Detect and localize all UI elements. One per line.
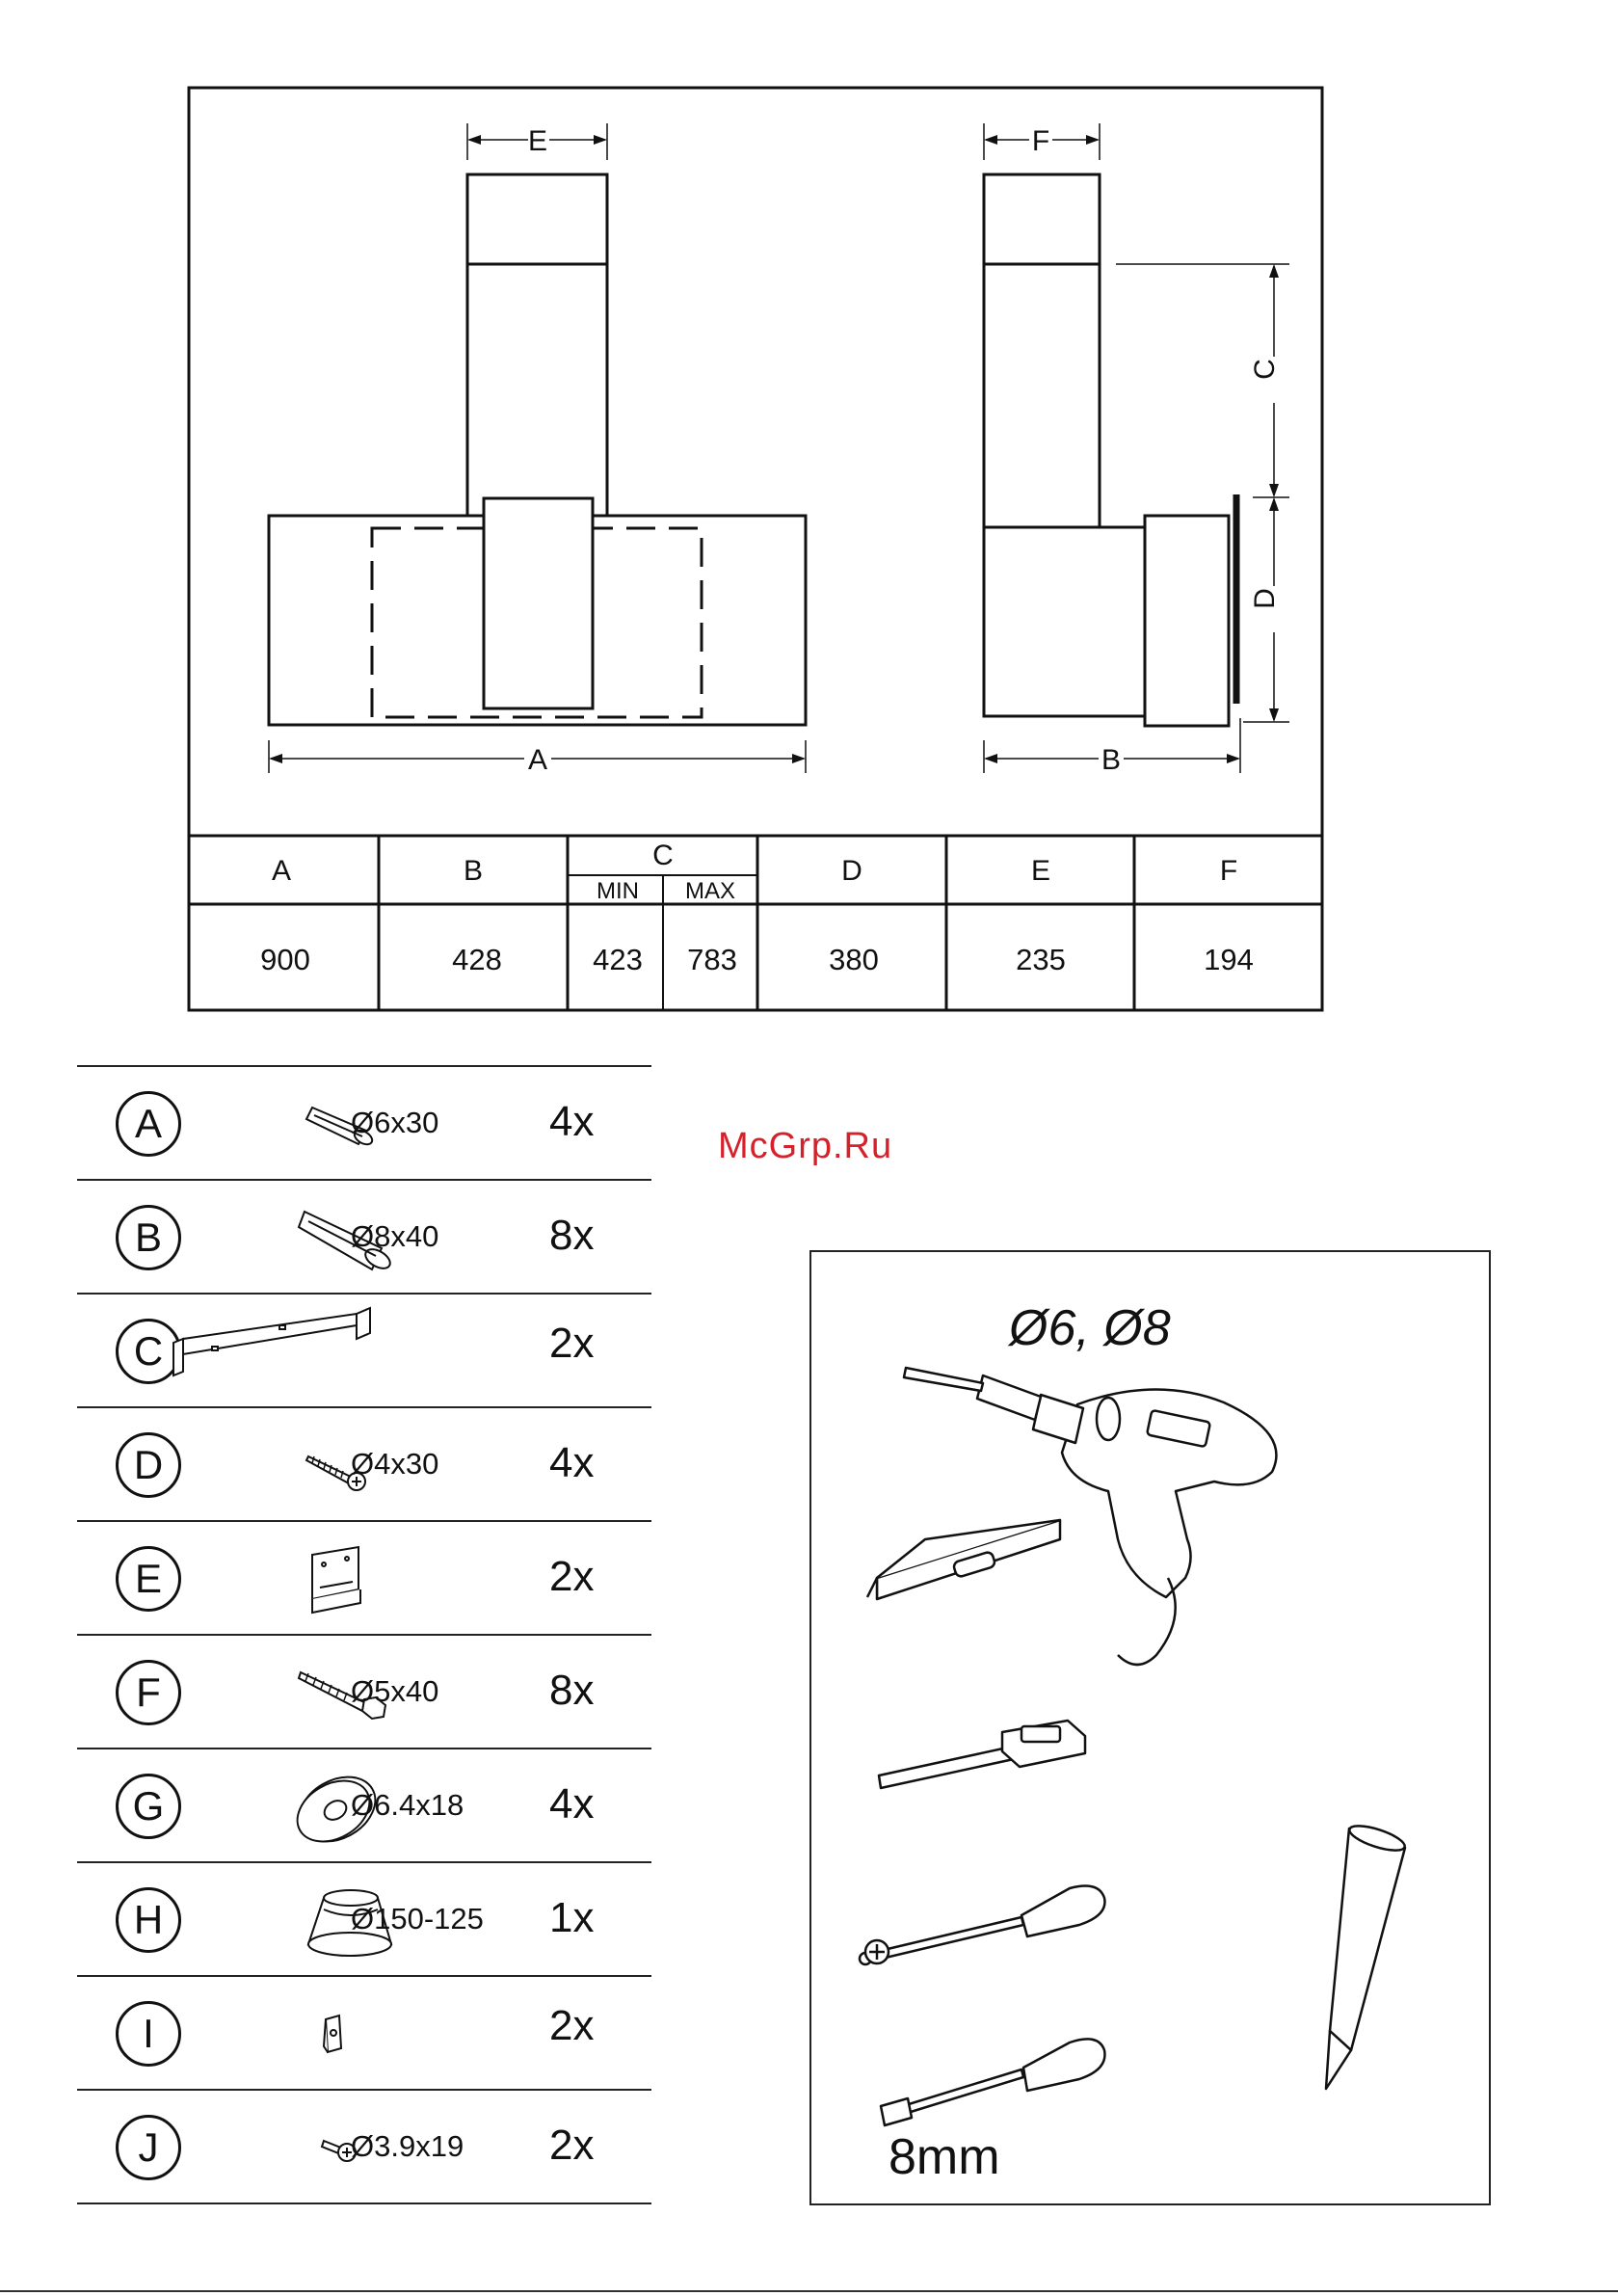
part-spec-f: Ø5x40	[351, 1674, 438, 1709]
part-qty-h: 1x	[549, 1894, 594, 1942]
table-header-c-max: MAX	[685, 878, 735, 904]
part-letter-e: E	[116, 1546, 181, 1612]
part-qty-a: 4x	[549, 1098, 594, 1146]
dim-label-e: E	[528, 125, 547, 157]
part-qty-j: 2x	[549, 2122, 594, 2170]
part-letter-i: I	[116, 2001, 181, 2067]
table-value-f: 194	[1204, 943, 1254, 976]
part-row-h: H Ø150-125 1x	[77, 1863, 651, 1977]
part-row-d: D Ø4x30 4x	[77, 1408, 651, 1522]
table-header-b: B	[464, 855, 483, 887]
part-qty-i: 2x	[549, 2002, 594, 2050]
side-view	[984, 174, 1236, 726]
part-row-f: F Ø5x40 8x	[77, 1636, 651, 1749]
dim-label-a: A	[528, 744, 547, 776]
part-spec-d: Ø4x30	[351, 1447, 438, 1482]
mounting-bracket-icon	[154, 1300, 376, 1387]
watermark: McGrp.Ru	[718, 1126, 892, 1167]
dim-label-f: F	[1032, 125, 1049, 157]
clip-icon	[212, 1990, 414, 2077]
dim-label-b: B	[1101, 744, 1121, 776]
tools-illustration	[809, 1250, 1491, 2205]
part-qty-b: 8x	[549, 1212, 594, 1260]
table-value-a: 900	[260, 943, 310, 976]
front-view	[269, 174, 806, 725]
table-value-e: 235	[1016, 943, 1066, 976]
part-letter-h: H	[116, 1887, 181, 1953]
part-letter-a: A	[116, 1091, 181, 1157]
part-qty-c: 2x	[549, 1320, 594, 1368]
part-letter-f: F	[116, 1660, 181, 1725]
part-qty-e: 2x	[549, 1553, 594, 1601]
dim-label-d: D	[1249, 588, 1281, 609]
table-header-e: E	[1031, 855, 1050, 887]
table-value-c-min: 423	[593, 943, 643, 976]
table-header-c-min: MIN	[597, 878, 639, 904]
measuring-tape-icon	[879, 1721, 1085, 1788]
part-letter-b: B	[116, 1205, 181, 1270]
part-spec-h: Ø150-125	[351, 1902, 484, 1936]
hook-plate-icon	[212, 1535, 414, 1622]
table-value-d: 380	[829, 943, 879, 976]
part-qty-d: 4x	[549, 1439, 594, 1487]
table-header-c: C	[652, 840, 674, 871]
part-spec-j: Ø3.9x19	[351, 2129, 464, 2164]
dimension-table-grid	[189, 836, 1322, 1010]
part-row-j: J Ø3.9x19 2x	[77, 2091, 651, 2204]
nut-driver-icon	[881, 2039, 1104, 2125]
part-spec-a: Ø6x30	[351, 1106, 438, 1140]
part-row-c: C 2x	[77, 1295, 651, 1408]
part-qty-g: 4x	[549, 1780, 594, 1829]
part-letter-j: J	[116, 2115, 181, 2180]
drill-icon	[904, 1368, 1276, 1665]
table-header-a: A	[272, 855, 291, 887]
table-value-b: 428	[452, 943, 502, 976]
part-row-i: I 2x	[77, 1977, 651, 2091]
dim-label-c: C	[1249, 359, 1281, 380]
pencil-icon	[1326, 1821, 1407, 2089]
parts-list: A Ø6x30 4x B Ø8x40 8x C	[0, 1065, 675, 2203]
part-row-b: B Ø8x40 8x	[77, 1181, 651, 1295]
part-letter-g: G	[116, 1774, 181, 1839]
part-qty-f: 8x	[549, 1667, 594, 1715]
part-row-e: E 2x	[77, 1522, 651, 1636]
part-row-a: A Ø6x30 4x	[77, 1067, 651, 1181]
table-header-f: F	[1220, 855, 1237, 887]
table-value-c-max: 783	[687, 943, 737, 976]
part-row-g: G Ø6.4x18 4x	[77, 1749, 651, 1863]
page-bottom-rule	[0, 2290, 1618, 2292]
phillips-screwdriver-icon	[860, 1886, 1104, 1964]
dimension-diagram: E F A B C D A B C D E F MIN MAX 900 428 …	[0, 0, 1618, 1041]
part-letter-d: D	[116, 1432, 181, 1498]
part-spec-b: Ø8x40	[351, 1219, 438, 1254]
row-divider	[77, 2203, 651, 2204]
part-spec-g: Ø6.4x18	[351, 1788, 464, 1823]
spirit-level-icon	[867, 1520, 1060, 1599]
table-header-d: D	[841, 855, 862, 887]
